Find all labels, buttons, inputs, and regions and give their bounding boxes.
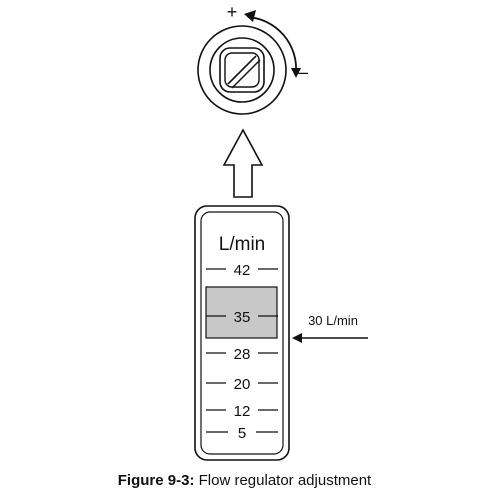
scale-label-5: 5: [238, 425, 246, 442]
caption-text: Flow regulator adjustment: [198, 472, 372, 489]
rotation-arrowhead-top: [244, 10, 256, 22]
minus-label: –: [298, 62, 308, 82]
rotation-arrowhead-bottom: [291, 68, 301, 78]
float-highlight: [205, 286, 278, 339]
up-arrow: [222, 128, 264, 198]
scale-label-28: 28: [234, 346, 251, 363]
plus-label: +: [227, 2, 238, 22]
scale-label-35: 35: [234, 309, 251, 326]
rotation-arrow: [244, 10, 301, 78]
figure-caption: Figure 9-3: Flow regulator adjustment: [0, 472, 489, 489]
caption-prefix: Figure 9-3:: [117, 472, 195, 489]
knob-slot-line: [227, 55, 257, 85]
regulator-knob[interactable]: [197, 25, 287, 115]
unit-label: L/min: [219, 234, 265, 255]
indicator-label: 30 L/min: [308, 313, 358, 328]
scale-label-42: 42: [234, 262, 251, 279]
knob-slot-line-2: [231, 59, 261, 89]
scale-label-20: 20: [234, 376, 251, 393]
scale-label-12: 12: [234, 403, 251, 420]
flow-scale: 42 35 28 20 12 5: [206, 262, 278, 442]
